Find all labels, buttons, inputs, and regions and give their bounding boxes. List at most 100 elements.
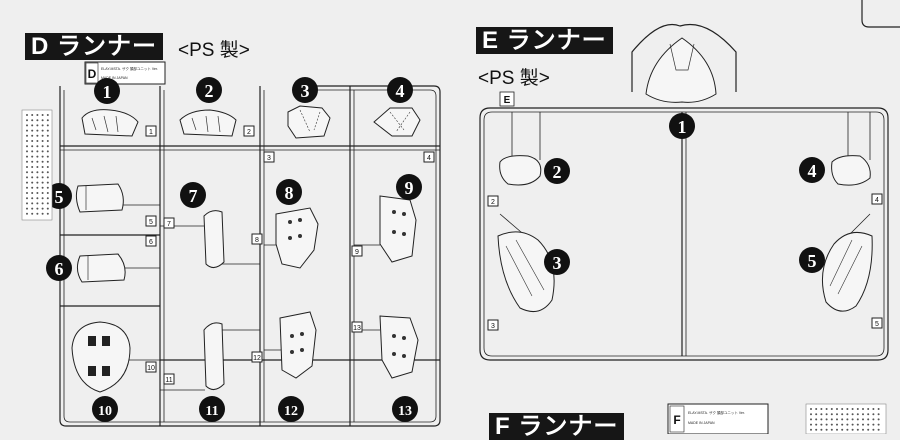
dotted-grid-right-dot	[851, 413, 854, 416]
d-gate-5: 5	[149, 219, 153, 226]
e-gate-4: 4	[875, 197, 879, 204]
dotted-grid-right-dot	[815, 428, 818, 431]
dotted-grid-right-dot	[846, 408, 849, 410]
d-callout-7: 7	[189, 186, 198, 206]
d-callout-1: 1	[103, 82, 112, 102]
dotted-grid-left-dot	[36, 124, 39, 127]
e-part-5	[821, 231, 873, 312]
dotted-grid-left-dot	[26, 171, 28, 174]
dotted-grid-right-dot	[815, 423, 818, 426]
runner-e-title: E ランナー	[476, 27, 613, 54]
dotted-grid-left-dot	[46, 186, 49, 189]
dotted-grid-right-dot	[856, 408, 859, 410]
dotted-grid-left-dot	[36, 166, 39, 168]
dotted-grid-left-dot	[41, 186, 44, 189]
dotted-grid-left-dot	[26, 202, 28, 205]
dotted-grid-left-dot	[36, 155, 39, 158]
runner-e-tag: E	[504, 95, 511, 106]
d-gate-9: 9	[355, 249, 359, 256]
dotted-grid-left-dot	[46, 150, 49, 153]
d-gate-8: 8	[255, 237, 259, 244]
dotted-grid-left-dot	[31, 129, 34, 132]
dotted-grid-right-dot	[820, 408, 823, 410]
d-callout-10: 10	[98, 404, 112, 419]
dotted-grid-left-dot	[26, 114, 28, 116]
dotted-grid-left-dot	[31, 207, 34, 210]
dotted-grid-right-dot	[846, 423, 849, 426]
dotted-grid-right-dot	[877, 418, 880, 421]
dotted-grid-left-dot	[36, 212, 39, 215]
dotted-grid-left-dot	[46, 114, 49, 116]
dotted-grid-left-dot	[26, 207, 28, 210]
e-part-4	[831, 155, 871, 186]
dotted-grid-left-dot	[41, 140, 44, 142]
runner-e-tag-box	[499, 91, 515, 107]
dotted-grid-right-dot	[856, 428, 859, 431]
d-part-8	[275, 207, 319, 269]
dotted-grid-right-dot	[872, 413, 875, 416]
dotted-grid-right-dot	[810, 413, 812, 416]
d-callout-12: 12	[284, 404, 298, 419]
dotted-grid-left-dot	[41, 197, 44, 200]
dotted-grid-right-dot	[867, 423, 870, 426]
dotted-grid-left-dot	[31, 114, 34, 116]
dotted-grid-left-dot	[31, 186, 34, 189]
e-callout-4: 4	[808, 161, 817, 181]
dotted-grid-right-dot	[877, 428, 880, 431]
d-part-5	[75, 183, 124, 213]
dotted-grid-left-dot	[41, 114, 44, 116]
dotted-grid-right-dot	[856, 423, 859, 426]
e-parts	[497, 155, 873, 313]
d-part-9	[379, 195, 417, 263]
dotted-grid-right-dot	[830, 428, 833, 431]
dotted-grid-right-dot	[836, 413, 838, 416]
dotted-grid-right-dot	[846, 413, 849, 416]
dotted-grid-left-dot	[26, 166, 28, 168]
dotted-grid-left-dot	[26, 129, 28, 132]
dotted-grid-right-dot	[877, 408, 880, 410]
dotted-grid-right-dot	[851, 408, 854, 410]
dotted-grid-left-dot	[36, 176, 39, 179]
dotted-grid-left-dot	[46, 212, 49, 215]
e-part-2	[499, 155, 542, 186]
d-gate-13: 13	[353, 325, 361, 332]
dotted-grid-left-dot	[26, 192, 28, 194]
dotted-grid-right-dot	[836, 428, 838, 431]
dotted-grid-right-dot	[877, 423, 880, 426]
e-gate-numbers: 2 3 4 5	[487, 193, 883, 331]
dotted-grid-right-dot	[846, 418, 849, 421]
dotted-grid-left-dot	[36, 140, 39, 142]
dotted-grid-left-dot	[46, 202, 49, 205]
dotted-grid-right-dot	[841, 418, 844, 421]
dotted-grid-right-dot	[867, 418, 870, 421]
e-gate-5: 5	[875, 321, 879, 328]
dotted-grid-left-dot	[41, 150, 44, 153]
dotted-grid-left-dot	[46, 129, 49, 132]
runner-d-frame	[59, 85, 441, 427]
runner-d-material: <PS 製>	[178, 40, 250, 61]
dotted-grid-right-dot	[841, 423, 844, 426]
dotted-grid-left-dot	[46, 155, 49, 158]
dotted-grid-right-dot	[815, 408, 818, 410]
d-callout-4: 4	[396, 81, 405, 101]
dotted-grid-left-dot	[26, 186, 28, 189]
dotted-grid-left-dot	[31, 150, 34, 153]
runner-d-tag: D	[88, 67, 97, 81]
dotted-grid-right-dot	[872, 418, 875, 421]
dotted-grid-right-dot	[836, 423, 838, 426]
dotted-grid-left-dot	[41, 145, 44, 148]
dotted-grid-left-dot	[31, 134, 34, 137]
dotted-grid-left-dot	[41, 124, 44, 127]
dotted-grid-left-dot	[46, 145, 49, 148]
dotted-grid-left-dot	[26, 140, 28, 142]
e-gate-3: 3	[491, 323, 495, 330]
dotted-grid-right-dot	[825, 413, 828, 416]
dotted-grid-right-dot	[815, 418, 818, 421]
dotted-grid-right-dot	[815, 413, 818, 416]
runner-f-tag: F	[673, 413, 680, 427]
runner-d-info-block: D ELAY-MSTA. ザク 頭部ユニット Ver. MADE IN JAPA…	[84, 61, 166, 85]
dotted-grid-left-dot	[41, 166, 44, 168]
dotted-grid-left-dot	[31, 124, 34, 127]
dotted-grid-left-dot	[41, 207, 44, 210]
